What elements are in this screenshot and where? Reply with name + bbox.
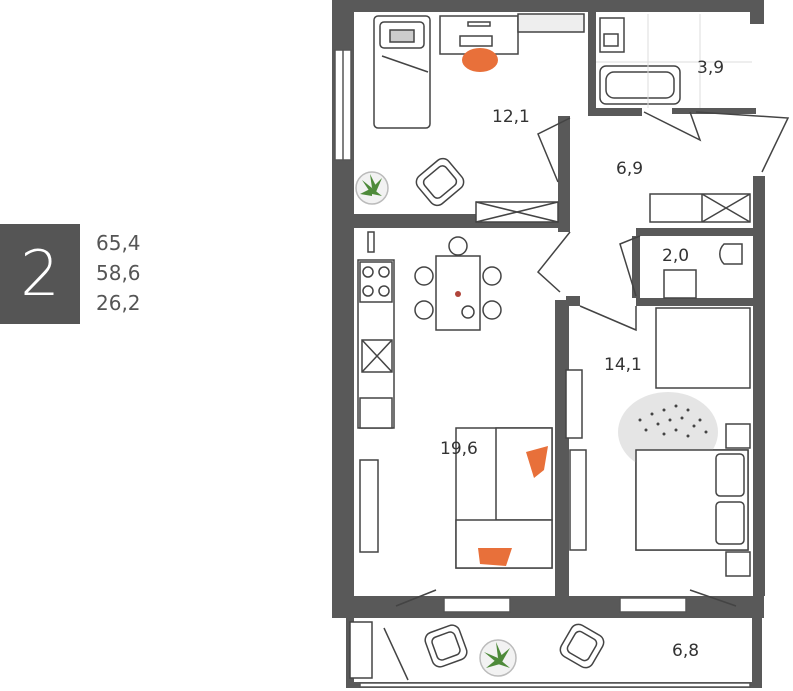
wardrobe-large: [655, 307, 751, 389]
balcony-furniture: [349, 621, 605, 679]
windows: [334, 49, 751, 688]
armchair: [415, 157, 465, 207]
nightstand: [725, 423, 751, 449]
room-area-bathroom: 3,9: [697, 58, 724, 78]
tv-unit: [359, 459, 379, 553]
doors: [383, 111, 790, 681]
room-area-balcony: 6,8: [672, 641, 699, 661]
living-area: 58,6: [96, 261, 141, 285]
toilet-fixtures: [663, 243, 743, 299]
room-area-hallway: 6,9: [616, 159, 643, 179]
total-area: 65,4: [96, 231, 141, 255]
rug-dots: [638, 404, 708, 438]
closet-left: [565, 369, 583, 439]
bedroom-small-furniture: [355, 13, 585, 223]
room-area-kitchen-living: 19,6: [440, 439, 478, 459]
washbasin: [719, 243, 743, 265]
kitchen-furniture: [357, 231, 553, 569]
hallway-closet: [649, 193, 751, 223]
wc: [663, 269, 697, 299]
balcony-cabinet: [349, 621, 373, 679]
pillows-bed: [715, 453, 745, 545]
room-count-badge: 2: [0, 224, 80, 324]
tv-bedroom: [569, 449, 587, 551]
balcony-plant-icon: [484, 642, 510, 668]
room-area-toilet: 2,0: [662, 246, 689, 266]
table-vase: [455, 291, 461, 297]
bathroom-tiles: [596, 14, 752, 108]
desk-chair: [462, 48, 498, 72]
area-summary: 65,4 58,6 26,2: [96, 228, 141, 318]
room-area-bedroom-small: 12,1: [492, 107, 530, 127]
kitchen-area: 26,2: [96, 291, 141, 315]
bathroom-fixtures: [599, 17, 681, 105]
fridge: [359, 397, 393, 429]
radiator: [517, 13, 585, 33]
room-count: 2: [20, 237, 60, 310]
plant-icon: [360, 174, 382, 196]
room-area-bedroom-large: 14,1: [604, 355, 642, 375]
cushions: [478, 446, 548, 566]
